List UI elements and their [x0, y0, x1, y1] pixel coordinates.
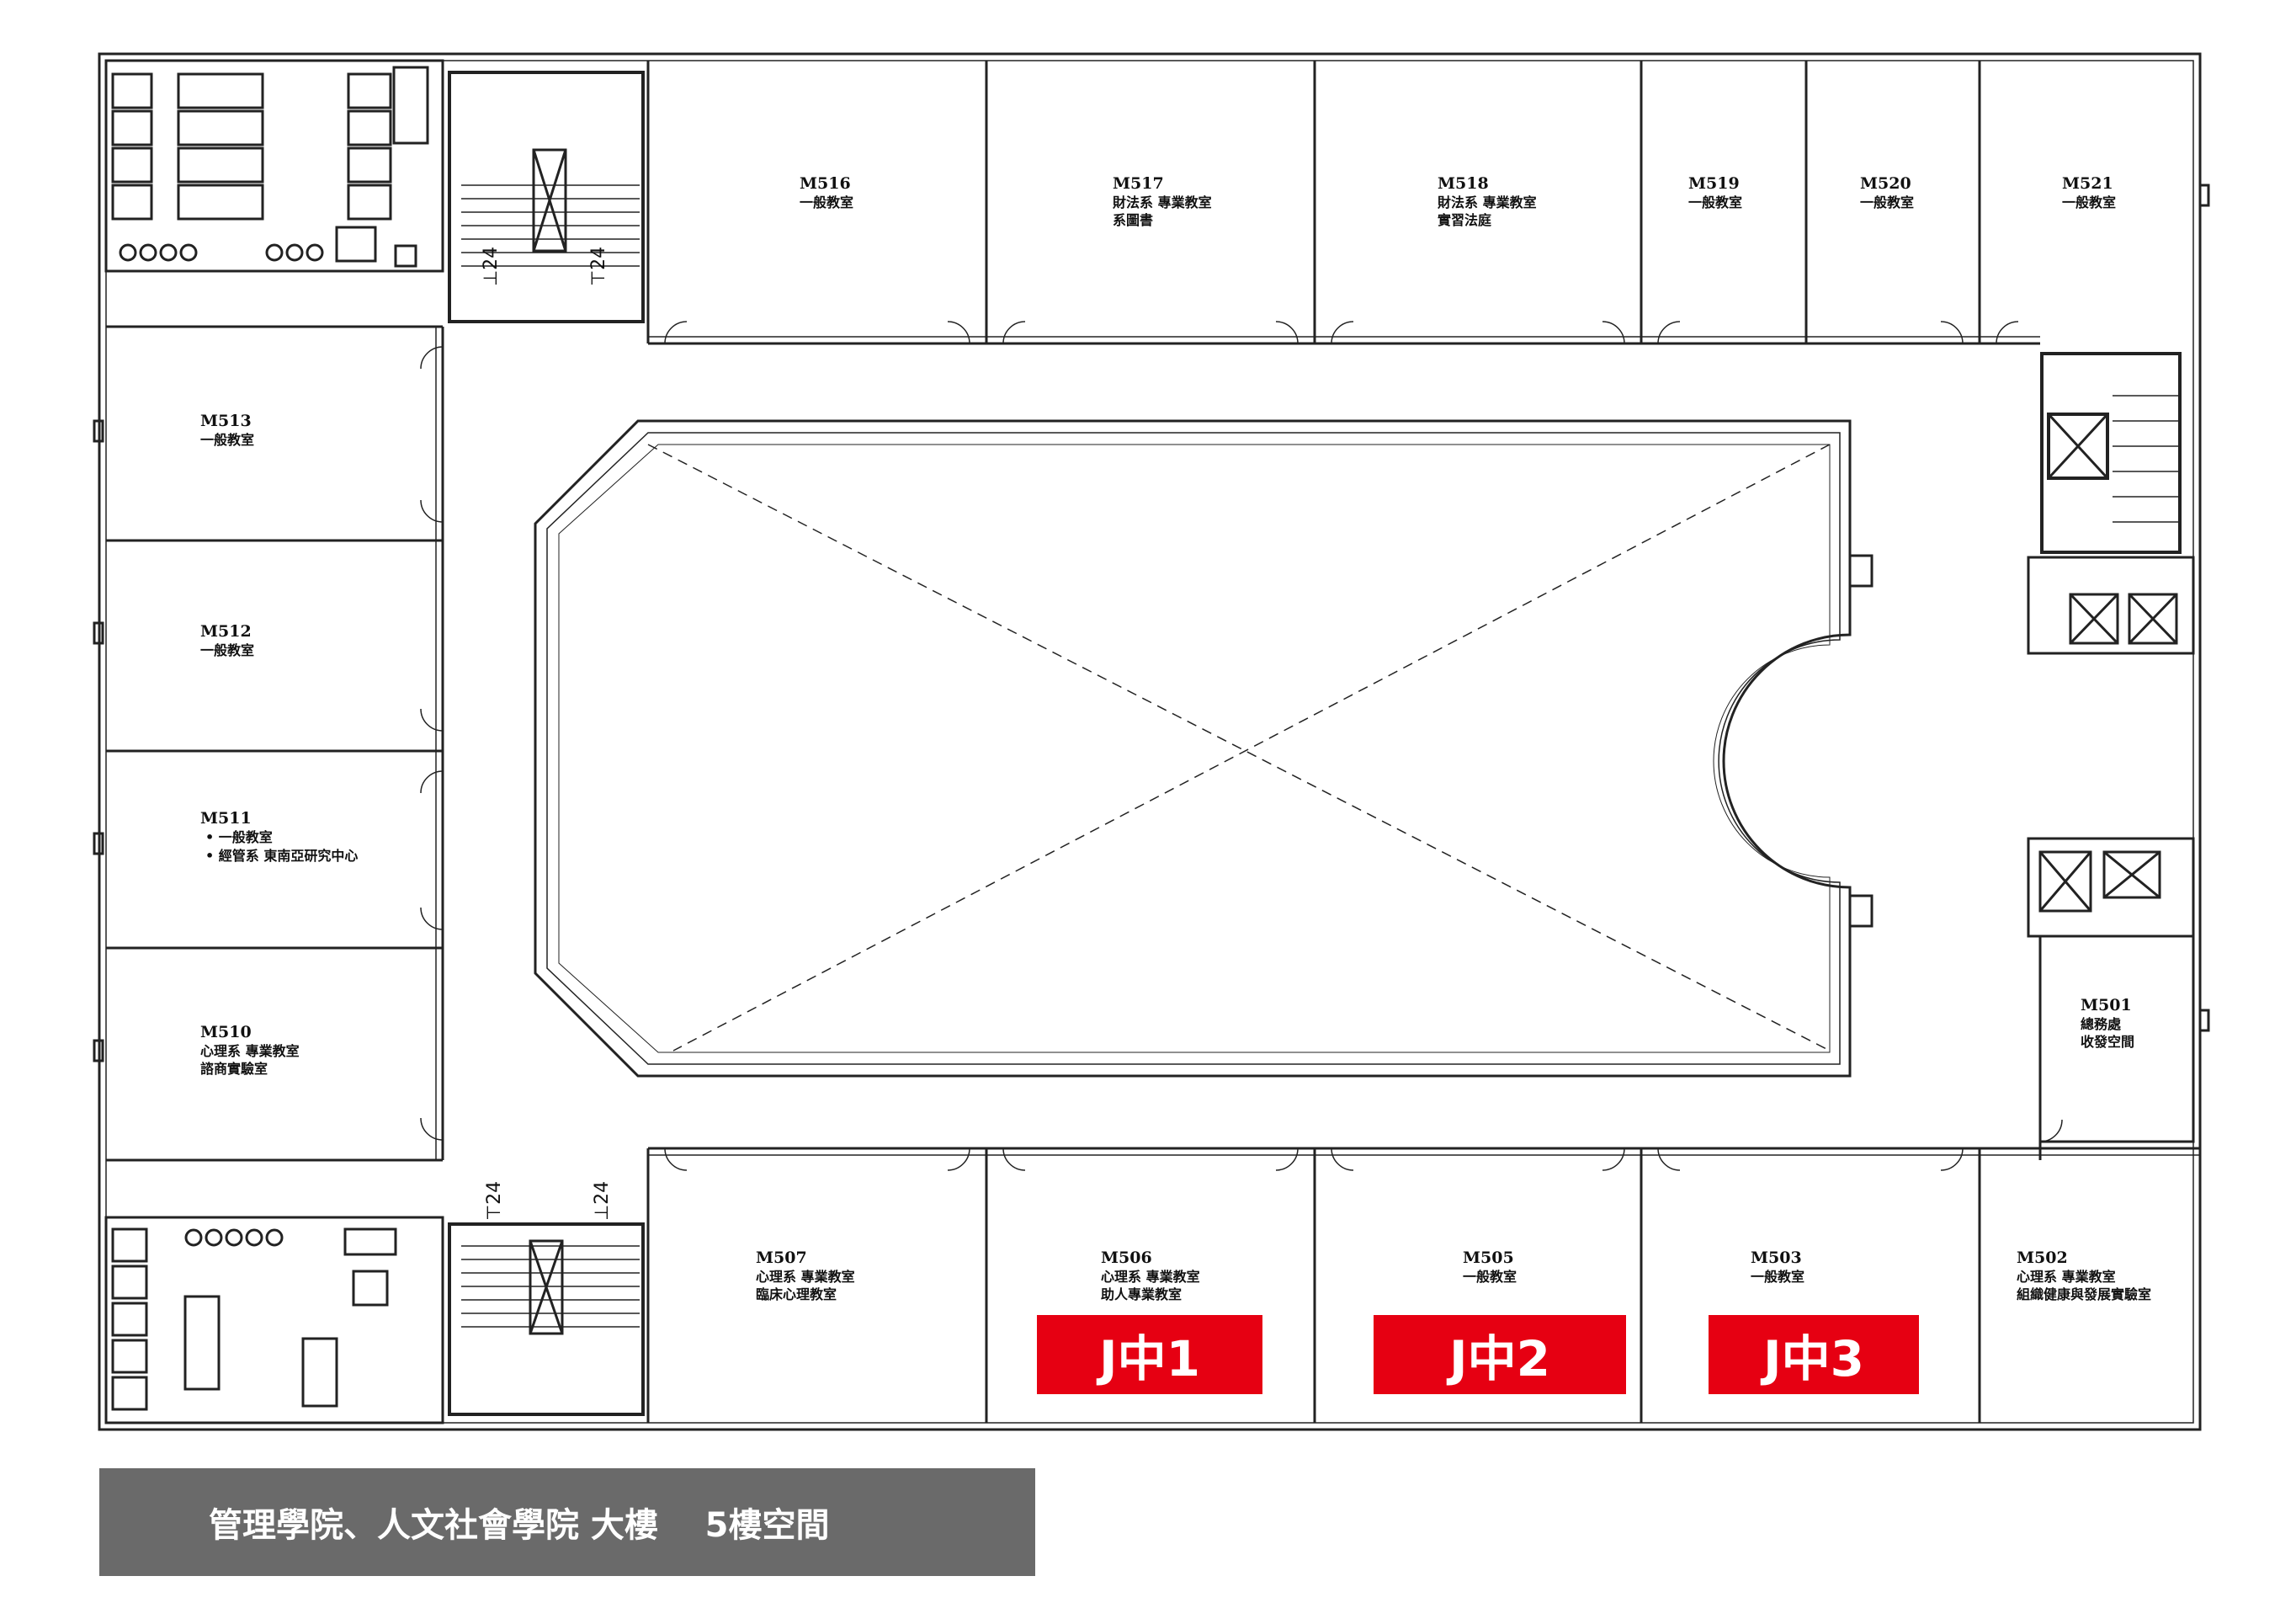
tag-j3: J中3 [1709, 1315, 1919, 1394]
room-label-m506: M506 心理系 專業教室 助人專業教室 [1101, 1249, 1200, 1302]
svg-text:諮商實驗室: 諮商實驗室 [200, 1061, 268, 1077]
room-label-m505: M505 一般教室 [1463, 1249, 1517, 1285]
tag-j2: J中2 [1374, 1315, 1626, 1394]
svg-text:M518: M518 [1438, 174, 1489, 193]
room-label-m510: M510 心理系 專業教室 諮商實驗室 [200, 1023, 300, 1077]
stair-top-left [448, 71, 645, 323]
floor-caption: 管理學院、人文社會學院 大樓 5樓空間 [99, 1468, 1035, 1576]
svg-text:M507: M507 [756, 1249, 807, 1267]
toilet-bottom-left [104, 1216, 444, 1424]
room-label-m516: M516 一般教室 [800, 174, 853, 210]
svg-text:• 一般教室: • 一般教室 [205, 829, 273, 845]
room-label-m512: M512 一般教室 [200, 622, 254, 658]
room-label-m520: M520 一般教室 [1860, 174, 1914, 210]
elevator-upper [2027, 556, 2195, 655]
svg-text:M516: M516 [800, 174, 851, 193]
svg-text:助人專業教室: 助人專業教室 [1101, 1286, 1182, 1302]
svg-text:M520: M520 [1860, 174, 1911, 193]
stair-mark-top-left: ⊥24 [481, 247, 502, 286]
svg-text:心理系 專業教室: 心理系 專業教室 [756, 1269, 855, 1285]
svg-text:心理系 專業教室: 心理系 專業教室 [1101, 1269, 1200, 1285]
svg-text:臨床心理教室: 臨床心理教室 [756, 1286, 837, 1302]
svg-text:一般教室: 一般教室 [200, 642, 254, 658]
svg-text:M501: M501 [2081, 996, 2132, 1014]
svg-text:一般教室: 一般教室 [200, 432, 254, 448]
svg-text:M510: M510 [200, 1023, 252, 1041]
svg-text:心理系 專業教室: 心理系 專業教室 [200, 1043, 300, 1059]
courtyard-outer [534, 419, 1852, 1078]
svg-text:M502: M502 [2017, 1249, 2068, 1267]
svg-text:M519: M519 [1688, 174, 1740, 193]
stair-right [2040, 352, 2182, 554]
svg-text:M506: M506 [1101, 1249, 1152, 1267]
stair-mark-bottom-left: ⊤24 [484, 1181, 505, 1221]
room-m501-outline [2038, 934, 2195, 1143]
svg-text:一般教室: 一般教室 [1463, 1269, 1517, 1285]
svg-text:M513: M513 [200, 412, 252, 430]
room-label-m502: M502 心理系 專業教室 組織健康與發展實驗室 [2017, 1249, 2151, 1302]
svg-text:一般教室: 一般教室 [800, 194, 853, 210]
svg-text:總務處: 總務處 [2081, 1016, 2122, 1032]
tag-j1: J中1 [1037, 1315, 1262, 1394]
svg-text:M503: M503 [1751, 1249, 1802, 1267]
room-label-m503: M503 一般教室 [1751, 1249, 1804, 1285]
svg-text:一般教室: 一般教室 [1860, 194, 1914, 210]
svg-text:財法系 專業教室: 財法系 專業教室 [1113, 194, 1212, 210]
inner-wall [105, 60, 2194, 1424]
room-label-m517: M517 財法系 專業教室 系圖書 [1113, 174, 1212, 228]
svg-text:心理系 專業教室: 心理系 專業教室 [2017, 1269, 2116, 1285]
svg-text:組織健康與發展實驗室: 組織健康與發展實驗室 [2017, 1286, 2151, 1302]
svg-text:M511: M511 [200, 809, 252, 828]
svg-text:一般教室: 一般教室 [1751, 1269, 1804, 1285]
stair-mark-bottom-right: ⊥24 [592, 1181, 613, 1221]
svg-text:M512: M512 [200, 622, 252, 641]
room-label-m518: M518 財法系 專業教室 實習法庭 [1438, 174, 1537, 228]
room-label-m519: M519 一般教室 [1688, 174, 1742, 210]
svg-text:M505: M505 [1463, 1249, 1514, 1267]
svg-text:收發空間: 收發空間 [2081, 1034, 2134, 1050]
svg-text:系圖書: 系圖書 [1113, 212, 1153, 228]
svg-text:一般教室: 一般教室 [2062, 194, 2116, 210]
svg-text:一般教室: 一般教室 [1688, 194, 1742, 210]
courtyard-inner [546, 432, 1841, 1065]
room-label-m507: M507 心理系 專業教室 臨床心理教室 [756, 1249, 855, 1302]
stair-bottom-left [448, 1222, 645, 1416]
room-label-m501: M501 總務處 收發空間 [2081, 996, 2134, 1050]
svg-text:M521: M521 [2062, 174, 2113, 193]
svg-text:M517: M517 [1113, 174, 1164, 193]
room-label-m511: M511 • 一般教室 • 經管系 東南亞研究中心 [200, 809, 358, 864]
svg-text:財法系 專業教室: 財法系 專業教室 [1438, 194, 1537, 210]
svg-text:• 經管系 東南亞研究中心: • 經管系 東南亞研究中心 [205, 848, 358, 864]
toilet-top-left [104, 59, 444, 273]
room-label-m513: M513 一般教室 [200, 412, 254, 448]
outer-wall [98, 52, 2202, 1431]
stair-mark-top-right: ⊤24 [588, 247, 609, 286]
svg-text:實習法庭: 實習法庭 [1438, 212, 1491, 228]
room-label-m521: M521 一般教室 [2062, 174, 2116, 210]
